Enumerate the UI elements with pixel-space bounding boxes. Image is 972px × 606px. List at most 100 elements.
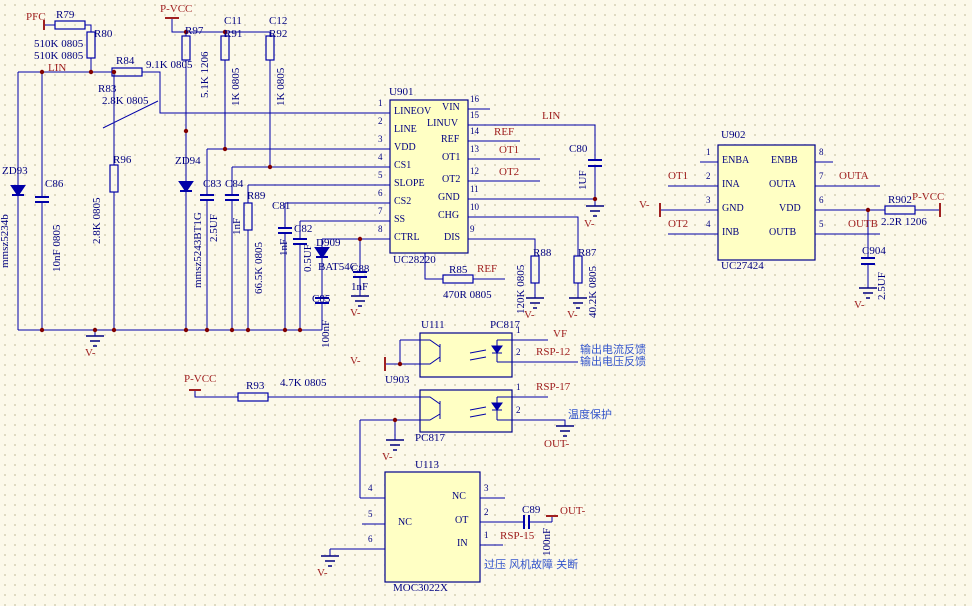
component-label: 2.8K 0805 — [102, 95, 149, 107]
net-label: OT1 — [499, 144, 520, 156]
component-label: R91 — [224, 28, 243, 40]
pin-number: 1 — [378, 98, 383, 108]
resistor-r92[interactable] — [265, 35, 275, 61]
pin-number: 13 — [470, 144, 479, 154]
resistor-r91[interactable] — [220, 35, 230, 61]
resistor-r93[interactable] — [237, 392, 269, 402]
ic-body-u902[interactable] — [717, 144, 816, 261]
net-label: OUTA — [839, 170, 869, 182]
component-label: R97 — [185, 25, 204, 37]
component-label: U902 — [721, 129, 746, 141]
net-label: V- — [382, 451, 393, 463]
component-label: MOC3022X — [393, 582, 449, 594]
component-label: 100nF — [320, 319, 332, 348]
ic-body-u113[interactable] — [384, 471, 481, 583]
component-label: C86 — [45, 178, 64, 190]
component-label: PC817 — [490, 319, 520, 331]
component-label: R79 — [56, 9, 75, 21]
component-label: 9.1K 0805 — [146, 59, 193, 71]
component-label: mmsz5234b — [0, 214, 11, 268]
capacitor-c81[interactable] — [278, 227, 292, 234]
net-label: REF — [494, 126, 515, 138]
component-label: U113 — [415, 459, 440, 471]
net-label: LIN — [48, 62, 67, 74]
pin-name: OUTB — [769, 227, 797, 238]
pin-number: 6 — [378, 188, 383, 198]
capacitor-c83[interactable] — [200, 194, 214, 201]
pin-name: IN — [457, 538, 468, 549]
ground-v-minus — [386, 439, 404, 451]
component-label: R84 — [116, 55, 135, 67]
pin-number: 15 — [470, 110, 479, 120]
resistor-r79[interactable] — [54, 20, 86, 30]
pin-name: NC — [452, 491, 466, 502]
pin-number: 6 — [368, 534, 373, 544]
component-label: 4.7K 0805 — [280, 377, 327, 389]
ic-body-u903-optocoupler[interactable] — [419, 389, 513, 433]
ic-body-u901[interactable] — [389, 99, 469, 254]
component-label: R92 — [269, 28, 288, 40]
pin-number: 7 — [819, 171, 824, 181]
capacitor-symbols[interactable] — [35, 159, 875, 529]
pin-name: VDD — [779, 203, 801, 214]
ground-v-minus — [86, 335, 104, 347]
pin-name: GND — [722, 203, 744, 214]
capacitor-c85[interactable] — [315, 297, 329, 304]
component-label: 1K 0805 — [275, 67, 287, 106]
capacitor-c82[interactable] — [293, 238, 307, 245]
ic-bodies — [384, 99, 816, 583]
junction-dots — [39, 29, 871, 423]
net-label: OT2 — [668, 218, 689, 230]
net-label: P-VCC — [912, 191, 945, 203]
net-label: OT1 — [668, 170, 689, 182]
pin-name: LINEOV — [394, 106, 432, 117]
component-label: 40.2K 0805 — [587, 266, 599, 318]
component-label: 120K 0805 — [515, 264, 527, 314]
pin-number: 2 — [516, 405, 521, 415]
net-label: OT2 — [499, 166, 520, 178]
pin-number: 2 — [516, 347, 521, 357]
pin-number: 2 — [706, 171, 711, 181]
ground-symbols — [86, 205, 877, 567]
component-label: C11 — [224, 15, 242, 27]
component-label: R83 — [98, 83, 117, 95]
component-label: C904 — [862, 245, 886, 257]
net-label: VF — [553, 328, 568, 340]
net-label: V- — [524, 309, 535, 321]
capacitor-c80[interactable] — [588, 159, 602, 167]
resistor-r97[interactable] — [181, 35, 191, 61]
resistor-r84[interactable] — [111, 67, 143, 77]
diode-symbols[interactable] — [10, 181, 330, 259]
cn-annotation: 输出电压反馈 — [580, 356, 646, 368]
pin-number: 2 — [378, 116, 383, 126]
resistor-r80[interactable] — [86, 31, 96, 59]
resistor-r88[interactable] — [530, 255, 540, 284]
pin-number: 5 — [368, 509, 373, 519]
zener-zd93[interactable] — [10, 185, 26, 197]
resistor-r87[interactable] — [573, 255, 583, 284]
resistor-r89[interactable] — [243, 202, 253, 231]
component-label: R85 — [449, 264, 468, 276]
resistor-r85[interactable] — [442, 274, 474, 284]
component-label: 510K 0805 — [34, 38, 84, 50]
optocoupler-internals — [420, 339, 512, 421]
resistor-symbols[interactable] — [54, 20, 916, 402]
capacitor-c86[interactable] — [35, 196, 49, 203]
component-label: 510K 0805 — [34, 50, 84, 62]
component-label: C89 — [522, 504, 541, 516]
opto-led-u903 — [491, 396, 512, 421]
zener-zd94[interactable] — [178, 181, 194, 193]
opto-transistor-u903 — [420, 396, 487, 421]
diode-d909-bat54c[interactable] — [314, 247, 330, 259]
component-label: 1nF — [351, 281, 369, 293]
pin-number: 7 — [378, 206, 383, 216]
capacitor-c89[interactable] — [523, 515, 530, 529]
resistor-r902[interactable] — [884, 205, 916, 215]
capacitor-c84[interactable] — [225, 194, 239, 201]
net-label: OUT- — [560, 505, 586, 517]
resistor-r96[interactable] — [109, 164, 119, 193]
capacitor-c88[interactable] — [353, 271, 367, 278]
capacitor-c904[interactable] — [861, 257, 875, 265]
net-label: V- — [639, 199, 650, 211]
